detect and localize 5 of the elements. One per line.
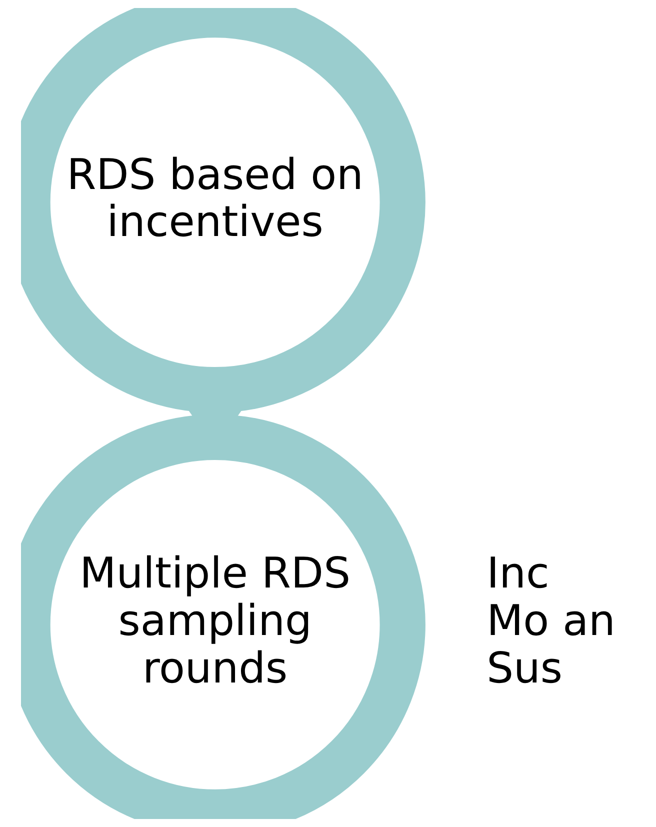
label: Sus <box>486 643 562 692</box>
label: Mo an <box>486 596 616 645</box>
node-circle: RDS based on incentives <box>21 8 426 413</box>
node-circle: Multiple RDS sampling rounds <box>21 414 426 819</box>
label: Inc <box>486 548 550 598</box>
